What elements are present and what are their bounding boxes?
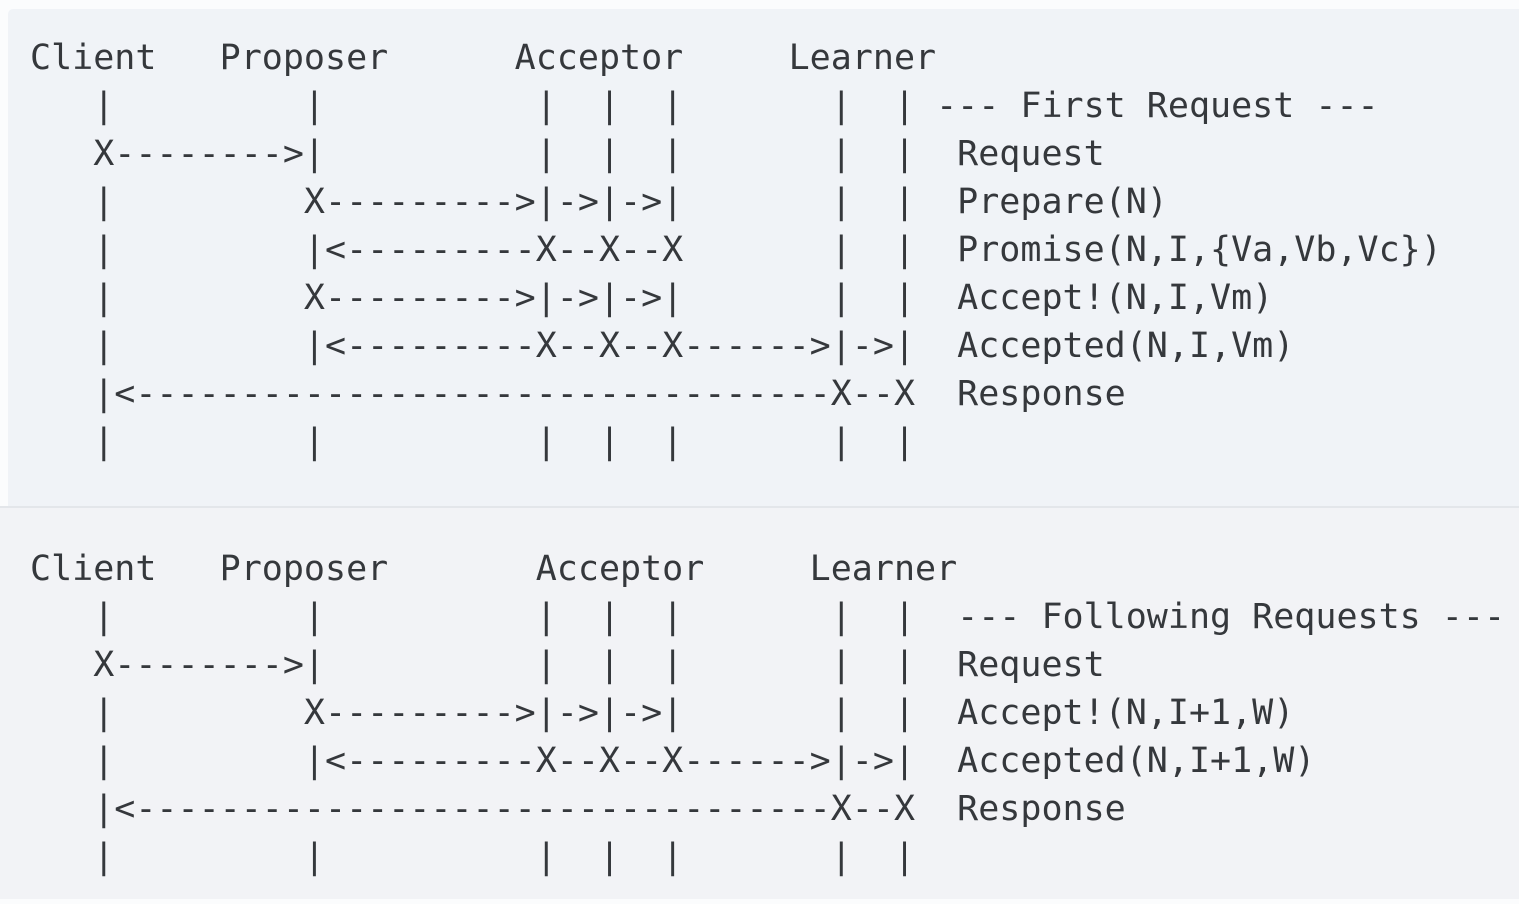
- ascii-row: | X--------->|->|->| | | Accept!(N,I+1,W…: [30, 693, 1295, 733]
- ascii-row: |<---------------------------------X--X …: [30, 789, 1126, 829]
- ascii-row: X-------->| | | | | | Request: [30, 645, 1105, 685]
- ascii-row: | X--------->|->|->| | | Prepare(N): [30, 182, 1168, 222]
- ascii-row: | | | | | | |: [30, 837, 916, 877]
- actors-header-row: Client Proposer Acceptor Learner: [30, 38, 937, 78]
- ascii-row: | | | | | | |: [30, 422, 916, 462]
- ascii-row: | |<---------X--X--X------>|->| Accepted…: [30, 741, 1316, 781]
- actors-header-row: Client Proposer Acceptor Learner: [30, 549, 958, 589]
- ascii-row: |<---------------------------------X--X …: [30, 374, 1126, 414]
- first-request-diagram: Client Proposer Acceptor Learner | | | |…: [8, 9, 1519, 466]
- ascii-row: | |<---------X--X--X | | Promise(N,I,{Va…: [30, 230, 1442, 270]
- ascii-row: X-------->| | | | | | Request: [30, 134, 1105, 174]
- ascii-row: | |<---------X--X--X------>|->| Accepted…: [30, 326, 1295, 366]
- following-requests-diagram: Client Proposer Acceptor Learner | | | |…: [0, 508, 1519, 881]
- first-request-block: Client Proposer Acceptor Learner | | | |…: [8, 9, 1519, 506]
- ascii-row: | | | | | | | --- Following Requests ---: [30, 597, 1506, 637]
- following-requests-block: Client Proposer Acceptor Learner | | | |…: [0, 506, 1519, 899]
- ascii-row: | | | | | | | --- First Request ---: [30, 86, 1379, 126]
- ascii-row: | X--------->|->|->| | | Accept!(N,I,Vm): [30, 278, 1274, 318]
